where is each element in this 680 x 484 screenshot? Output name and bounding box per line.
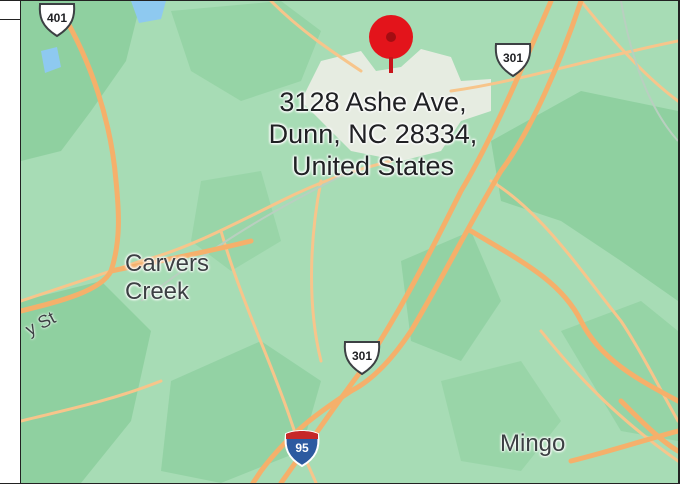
address-line-1: 3128 Ashe Ave, (279, 87, 467, 117)
rail-lines (140, 1, 678, 302)
address-line-3: United States (291, 151, 455, 181)
minor-roads (21, 1, 678, 483)
us-301-north-shield[interactable]: 301 (492, 42, 534, 78)
us-401-shield[interactable]: 401 (36, 2, 78, 38)
map-canvas[interactable] (21, 1, 678, 483)
pin-address-label[interactable]: 3128 Ashe Ave, Dunn, NC 28334, United St… (248, 86, 498, 182)
us-301-south-shield[interactable]: 301 (341, 340, 383, 376)
map-graphics (21, 1, 678, 483)
urban-area-dunn (301, 49, 491, 161)
place-carvers-creek-line2: Creek (125, 278, 190, 305)
corner-border (0, 19, 20, 20)
place-mingo-label: Mingo (500, 430, 566, 457)
interstate-95-shield[interactable]: 95 (282, 428, 322, 468)
interstate-95-label: 95 (295, 441, 309, 455)
interstate-shield-icon (284, 430, 320, 468)
left-margin (0, 0, 21, 484)
top-border (0, 0, 680, 1)
water-bodies (41, 1, 166, 73)
place-carvers-creek-line1: Carvers (125, 250, 210, 277)
right-border (678, 0, 680, 484)
us-301-south-label: 301 (351, 349, 373, 363)
us-shield-icon (494, 43, 532, 78)
place-carvers-creek[interactable]: Carvers Creek (125, 250, 209, 306)
us-301-north-label: 301 (502, 51, 524, 65)
place-mingo[interactable]: Mingo (500, 430, 565, 458)
location-pin (369, 15, 413, 73)
address-line-2: Dunn, NC 28334, (268, 119, 478, 149)
us-shield-icon (343, 341, 381, 376)
us-shield-icon (38, 3, 76, 38)
us-401-label: 401 (46, 11, 68, 25)
highways (21, 1, 678, 483)
